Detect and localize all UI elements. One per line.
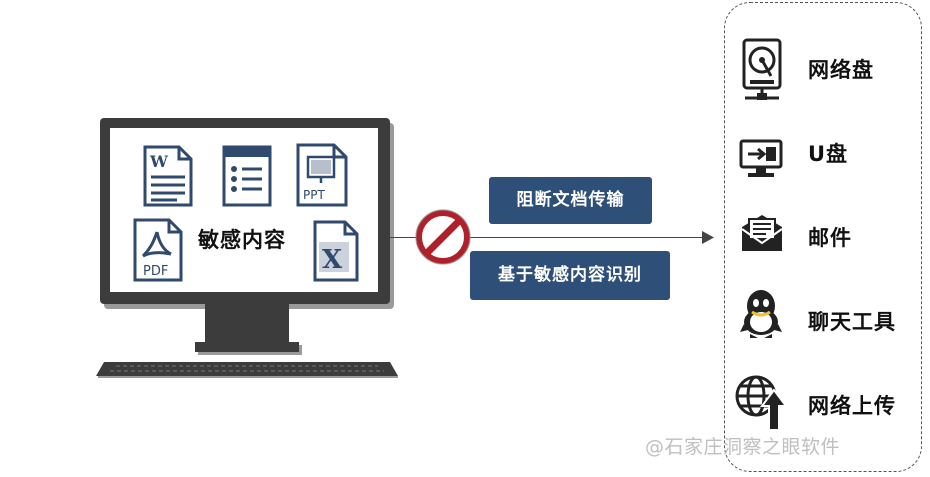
excel-doc-icon: X	[313, 220, 359, 282]
destination-label-web-upload: 网络上传	[808, 394, 896, 418]
destination-label-chat-tool: 聊天工具	[808, 310, 896, 334]
keyboard	[96, 362, 398, 378]
svg-text:PPT: PPT	[303, 188, 325, 202]
destination-label-email: 邮件	[808, 226, 852, 250]
email-icon	[741, 215, 783, 251]
destination-label-network-disk: 网络盘	[808, 58, 874, 82]
block-sign-icon	[415, 209, 471, 265]
network-disk-icon	[742, 38, 782, 100]
word-doc-icon: W	[143, 145, 193, 207]
web-upload-icon	[735, 375, 786, 431]
sensitive-content-label: 敏感内容	[198, 228, 286, 252]
destinations-panel	[724, 2, 922, 472]
monitor-base	[195, 342, 299, 352]
svg-text:W: W	[149, 152, 169, 171]
pdf-doc-icon: PDF	[133, 218, 183, 282]
destination-label-usb: U盘	[808, 142, 849, 166]
detection-basis-label: 基于敏感内容识别	[470, 251, 670, 300]
list-doc-icon	[222, 145, 272, 207]
svg-text:PDF: PDF	[143, 264, 168, 279]
usb-disk-icon	[739, 139, 783, 177]
watermark: @石家庄洞察之眼软件	[645, 436, 841, 458]
chat-tool-icon	[740, 290, 782, 338]
arrow-head-icon	[702, 231, 714, 244]
svg-text:X: X	[322, 245, 343, 275]
monitor-stand	[205, 304, 289, 344]
block-transfer-label: 阻断文档传输	[489, 177, 652, 224]
flow-arrow-line	[390, 237, 710, 238]
ppt-doc-icon: PPT	[296, 143, 348, 207]
